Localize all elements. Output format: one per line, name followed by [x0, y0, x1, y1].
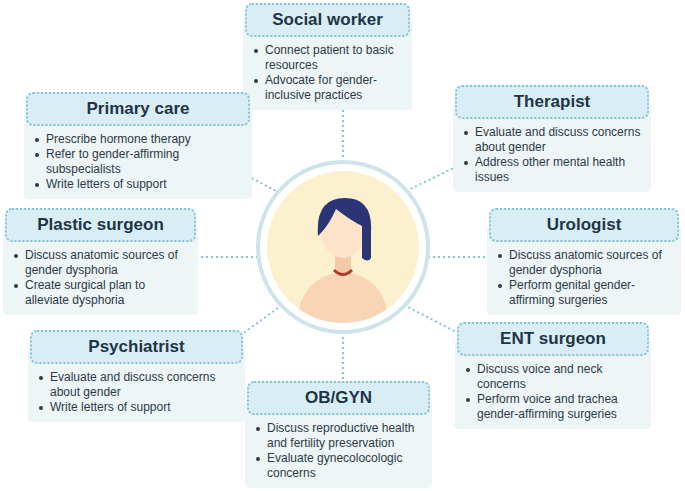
- bullet-dot: [464, 131, 468, 135]
- duty-item: Evaluate gynecolocologic concerns: [255, 451, 424, 481]
- role-heading: Plastic surgeon: [5, 208, 196, 242]
- bullet-dot: [14, 254, 18, 258]
- role-box: UrologistDiscuss anatomic sources of gen…: [487, 208, 681, 315]
- role-box: OB/GYN Discuss reproductive health and fe…: [245, 381, 432, 488]
- role-heading: Therapist: [455, 85, 649, 119]
- duty-text: Evaluate and discuss concerns about gend…: [475, 125, 640, 154]
- portrait-ring: [258, 162, 428, 332]
- duty-text: Advocate for gender-inclusive practices: [265, 73, 377, 102]
- duty-item: Prescribe hormone therapy: [34, 132, 244, 147]
- duty-item: Discuss reproductive health and fertilit…: [255, 421, 424, 451]
- duty-text: Evaluate gynecolocologic concerns: [267, 451, 402, 480]
- bullet-dot: [39, 406, 43, 410]
- bullet-dot: [35, 183, 39, 187]
- duty-item: Address other mental health issues: [463, 155, 643, 185]
- duty-item: Refer to gender-affirming subspecialists: [34, 147, 244, 177]
- role-heading: Urologist: [489, 208, 679, 242]
- role-heading: Psychiatrist: [30, 330, 243, 364]
- duty-item: Discuss anatomic sources of gender dysph…: [497, 248, 673, 278]
- leader-line: [406, 165, 460, 191]
- duty-item: Perform voice and trachea gender-affirmi…: [465, 392, 643, 422]
- person-collar: [334, 270, 352, 275]
- leader-line: [190, 256, 258, 258]
- duty-item: Perform genital gender-affirming surgeri…: [497, 278, 673, 308]
- bullet-dot: [14, 284, 18, 288]
- role-box: Social workerConnect patient to basic re…: [243, 3, 412, 110]
- bullet-dot: [39, 376, 43, 380]
- role-box: Plastic surgeonDiscuss anatomic sources …: [3, 208, 198, 315]
- duty-text: Perform genital gender-affirming surgeri…: [509, 278, 635, 307]
- duty-item: Connect patient to basic resources: [253, 43, 404, 73]
- bullet-dot: [466, 368, 470, 372]
- role-heading: Social worker: [245, 3, 410, 37]
- leader-line: [428, 256, 495, 258]
- bullet-dot: [35, 153, 39, 157]
- duty-item: Write letters of support: [34, 177, 244, 192]
- role-heading: Primary care: [26, 92, 250, 126]
- duty-text: Discuss reproductive health and fertilit…: [267, 421, 414, 450]
- duty-text: Discuss anatomic sources of gender dysph…: [509, 248, 662, 277]
- person-hair: [318, 198, 371, 261]
- role-box: PsychiatristEvaluate and discuss concern…: [28, 330, 245, 422]
- duty-item: Create surgical plan to alleviate dyspho…: [13, 278, 190, 308]
- duty-text: Connect patient to basic resources: [265, 43, 394, 72]
- duty-item: Discuss voice and neck concerns: [465, 362, 643, 392]
- duty-text: Discuss voice and neck concerns: [477, 362, 602, 391]
- duty-text: Prescribe hormone therapy: [46, 132, 191, 146]
- person-figure: [296, 198, 390, 330]
- duty-text: Write letters of support: [46, 177, 167, 191]
- duty-text: Write letters of support: [50, 400, 171, 414]
- duty-text: Discuss anatomic sources of gender dysph…: [25, 248, 178, 277]
- duty-item: Advocate for gender-inclusive practices: [253, 73, 404, 103]
- person-shoulders: [296, 272, 390, 330]
- leader-line: [238, 305, 282, 337]
- duty-text: Address other mental health issues: [475, 155, 625, 184]
- duty-text: Refer to gender-affirming subspecialists: [46, 147, 179, 176]
- bullet-dot: [254, 79, 258, 83]
- role-box: ENT surgeonDiscuss voice and neck concer…: [455, 322, 651, 429]
- duty-item: Write letters of support: [38, 400, 237, 415]
- bullet-dot: [35, 138, 39, 142]
- role-box: Primary carePrescribe hormone therapyRef…: [24, 92, 252, 199]
- leader-line: [404, 305, 462, 335]
- role-box: TherapistEvaluate and discuss concerns a…: [453, 85, 651, 192]
- bullet-dot: [256, 457, 260, 461]
- role-heading: ENT surgeon: [457, 322, 649, 356]
- role-heading: OB/GYN: [247, 381, 430, 415]
- duty-item: Discuss anatomic sources of gender dysph…: [13, 248, 190, 278]
- bullet-dot: [464, 161, 468, 165]
- duty-item: Evaluate and discuss concerns about gend…: [463, 125, 643, 155]
- duty-text: Perform voice and trachea gender-affirmi…: [477, 392, 618, 421]
- bullet-dot: [256, 427, 260, 431]
- duty-text: Evaluate and discuss concerns about gend…: [50, 370, 215, 399]
- bullet-dot: [466, 398, 470, 402]
- duty-text: Create surgical plan to alleviate dyspho…: [25, 278, 145, 307]
- duty-item: Evaluate and discuss concerns about gend…: [38, 370, 237, 400]
- bullet-dot: [254, 49, 258, 53]
- bullet-dot: [498, 254, 502, 258]
- bullet-dot: [498, 284, 502, 288]
